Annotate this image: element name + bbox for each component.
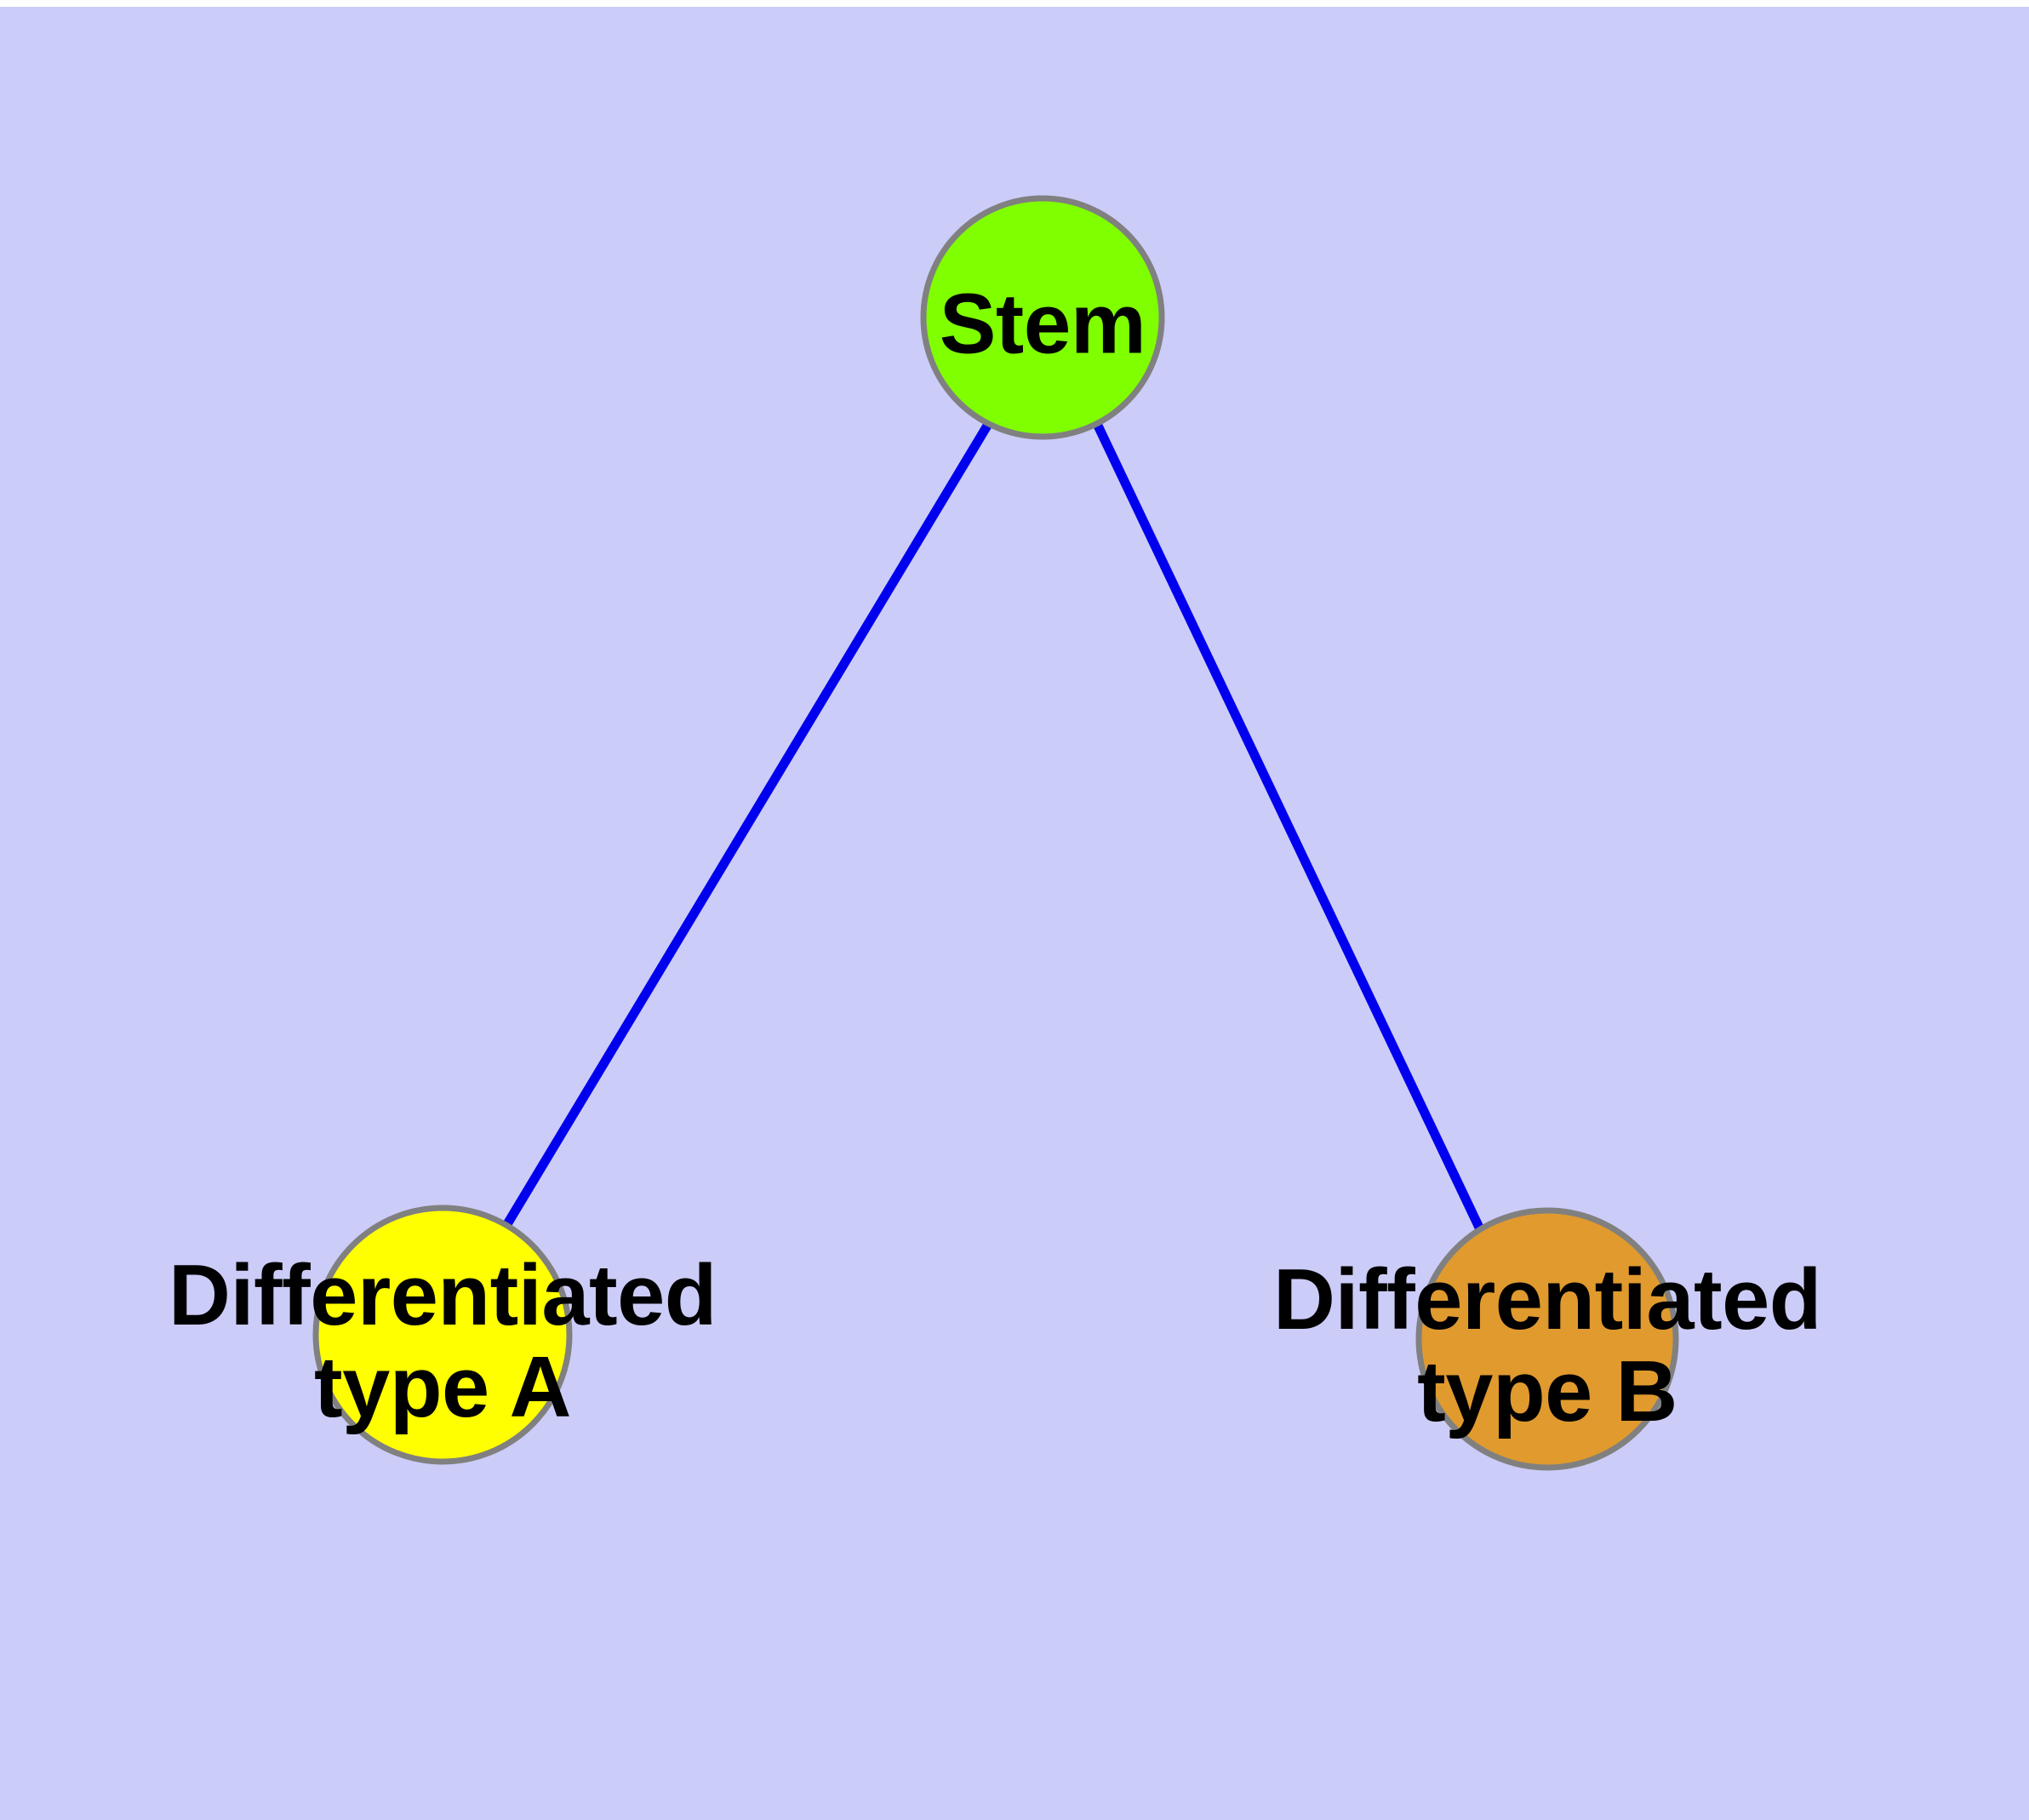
node-differentiated-type-b[interactable] xyxy=(1415,1207,1679,1471)
node-stem[interactable] xyxy=(920,195,1165,440)
graph-svg xyxy=(312,195,1679,1471)
edge-stem-to-differentiated-type-b xyxy=(1094,423,1483,1230)
node-differentiated-type-a[interactable] xyxy=(312,1205,573,1465)
edge-layer xyxy=(503,423,1483,1230)
node-layer xyxy=(312,195,1679,1471)
edge-stem-to-differentiated-type-a xyxy=(503,423,992,1227)
